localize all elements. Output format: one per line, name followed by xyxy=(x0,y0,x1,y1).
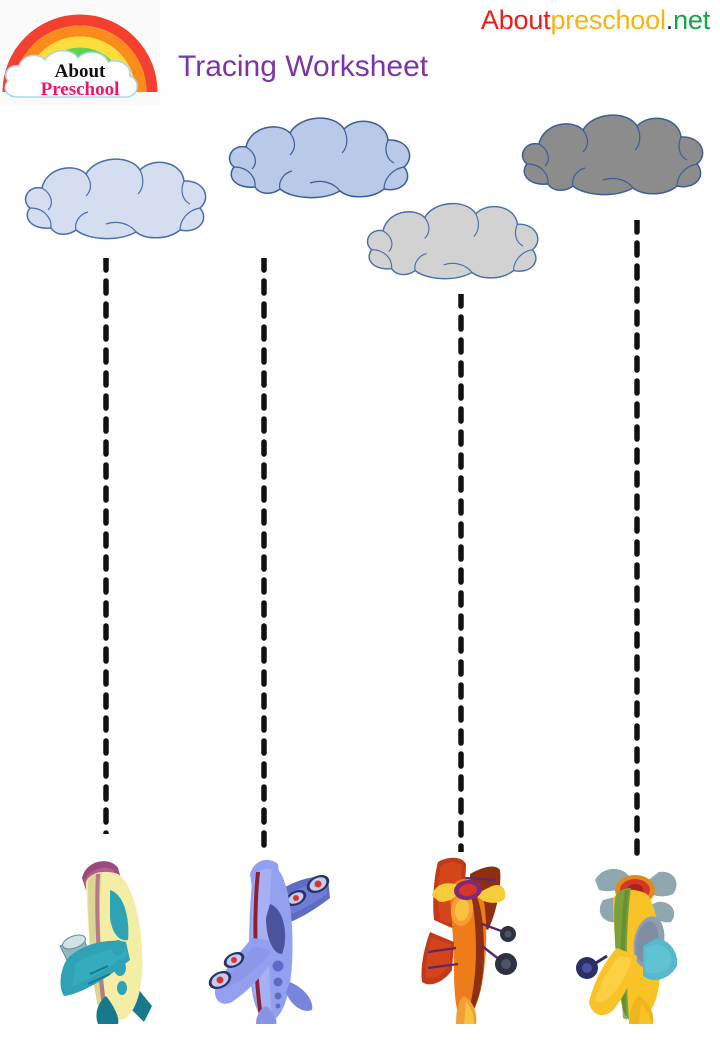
logo-cloud xyxy=(4,49,139,98)
about-preschool-logo: About Preschool xyxy=(0,0,160,105)
landing-gear xyxy=(481,922,517,975)
cloud-3 xyxy=(355,193,553,280)
url-part-about: About xyxy=(480,5,551,35)
trace-line-4[interactable] xyxy=(634,220,640,856)
engine-right-outer xyxy=(306,874,330,894)
trace-line-3[interactable] xyxy=(458,294,464,852)
logo-line2: Preschool xyxy=(41,79,120,100)
site-url[interactable]: Aboutpreschool.net xyxy=(481,5,710,36)
trace-line-1[interactable] xyxy=(103,258,109,834)
trace-line-2[interactable] xyxy=(261,258,267,852)
plane-1 xyxy=(48,856,173,1024)
cloud-4 xyxy=(515,104,713,196)
engine-right-inner xyxy=(285,889,307,907)
engine-left-outer xyxy=(208,970,232,990)
propeller xyxy=(432,879,506,903)
page-title: Tracing Worksheet xyxy=(178,50,429,83)
plane-3 xyxy=(408,856,536,1024)
engine-pod xyxy=(59,934,89,963)
url-part-preschool: preschool xyxy=(550,5,666,35)
cloud-2 xyxy=(222,107,420,199)
plane-2 xyxy=(208,856,336,1024)
url-part-dot: . xyxy=(665,5,674,35)
logo-line1: About xyxy=(55,61,106,82)
plane-4 xyxy=(573,856,701,1024)
cloud-1 xyxy=(18,148,216,240)
engine-left-inner xyxy=(223,951,245,969)
landing-gear xyxy=(576,954,608,979)
url-part-net: net xyxy=(673,5,710,35)
